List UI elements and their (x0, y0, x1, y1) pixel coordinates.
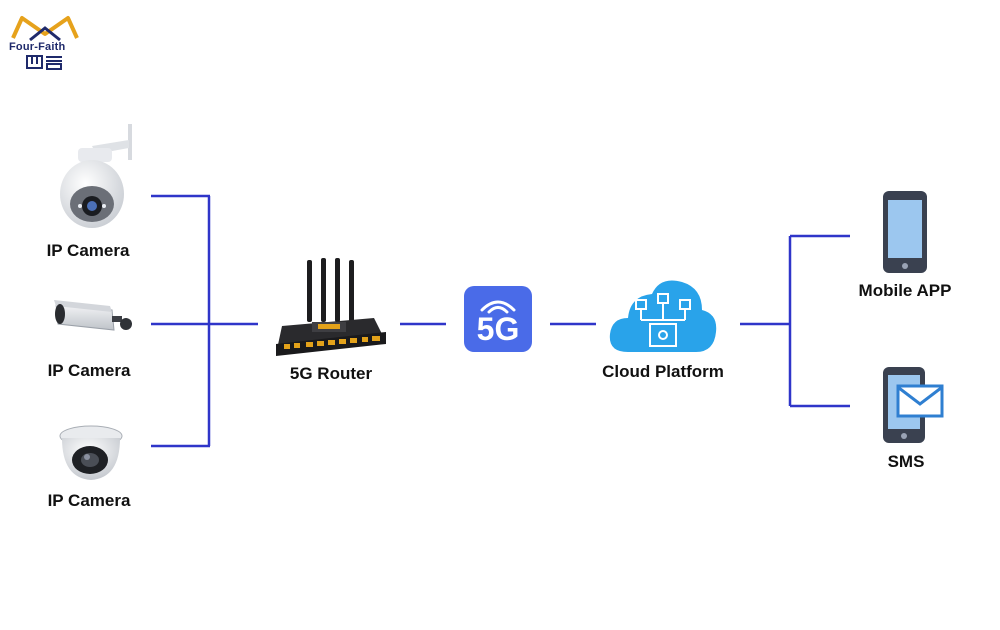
camera-label-1: IP Camera (46, 241, 130, 260)
5g-signal-icon: 5G (464, 286, 532, 352)
camera-label-2: IP Camera (47, 361, 131, 380)
smartphone-icon (883, 191, 927, 273)
sms-label: SMS (887, 452, 925, 471)
logo-mark-icon (11, 16, 79, 42)
wifi-arcs-icon (480, 300, 516, 314)
5g-badge-text: 5G (476, 311, 520, 347)
cloud-platform-icon (609, 280, 717, 352)
bullet-camera-icon (54, 300, 132, 331)
router-label: 5G Router (289, 364, 373, 383)
mobile-label: Mobile APP (858, 281, 952, 300)
cloud-label: Cloud Platform (602, 362, 724, 381)
router-icon (276, 258, 386, 356)
camera-label-3: IP Camera (47, 491, 131, 510)
sms-phone-icon (883, 367, 944, 443)
logo-brand-text: Four-Faith (9, 41, 66, 53)
ptz-dome-camera-icon (60, 124, 132, 228)
dome-camera-icon (59, 425, 123, 480)
logo-chinese-mark (26, 55, 62, 70)
